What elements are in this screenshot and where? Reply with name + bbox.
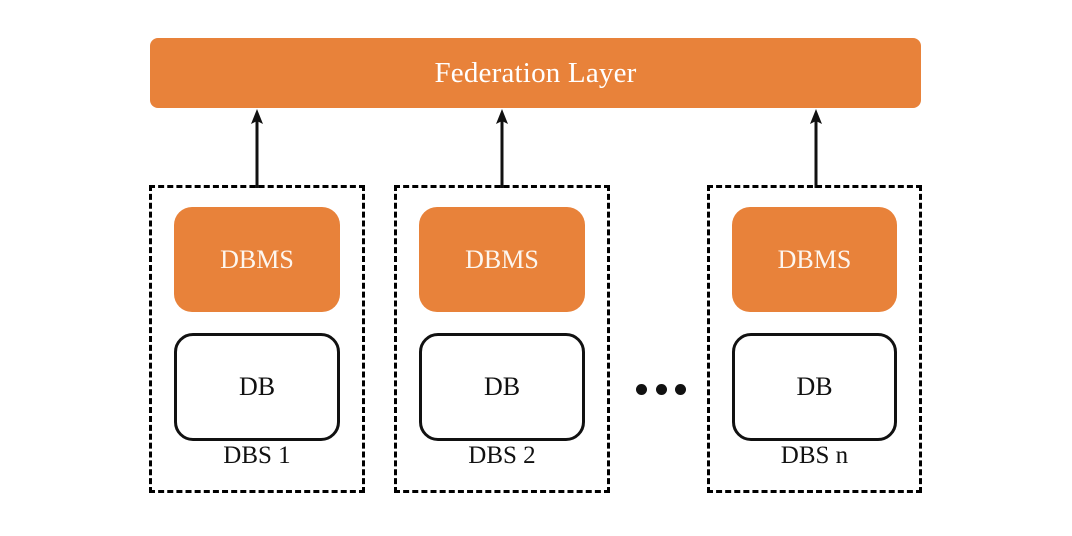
dbs-caption-1: DBS 1 <box>223 442 291 469</box>
db-box-1: DB <box>174 333 340 441</box>
ellipsis-dot-1 <box>636 383 647 395</box>
dbms-label-2: DBMS <box>465 244 539 274</box>
dbs-caption-2: DBS 2 <box>468 442 536 469</box>
arrow-dbs-1-to-federation <box>246 108 268 188</box>
ellipsis-dot-2 <box>655 383 667 395</box>
federation-layer-label: Federation Layer <box>434 56 637 89</box>
dbms-label-n: DBMS <box>777 244 852 274</box>
dbms-box-1: DBMS <box>174 207 340 312</box>
dbms-box-n: DBMS <box>732 207 897 312</box>
dbs-caption-n: DBS n <box>780 442 849 469</box>
db-label-n: DB <box>796 372 833 401</box>
dbms-box-2: DBMS <box>419 207 585 312</box>
db-box-n: DB <box>732 333 897 441</box>
arrow-dbs-2-to-federation <box>491 108 513 188</box>
dbs-group-n: DBMS DB DBS n <box>707 185 922 493</box>
dbs-group-2: DBMS DB DBS 2 <box>394 185 610 493</box>
ellipsis-dot-3 <box>675 383 686 395</box>
ellipsis-icon <box>636 381 686 397</box>
db-label-2: DB <box>483 372 521 401</box>
dbms-label-1: DBMS <box>220 244 294 274</box>
db-label-1: DB <box>238 372 276 401</box>
federation-layer-box: Federation Layer <box>150 38 921 108</box>
arrow-dbs-n-to-federation <box>805 108 827 188</box>
dbs-group-1: DBMS DB DBS 1 <box>149 185 365 493</box>
db-box-2: DB <box>419 333 585 441</box>
